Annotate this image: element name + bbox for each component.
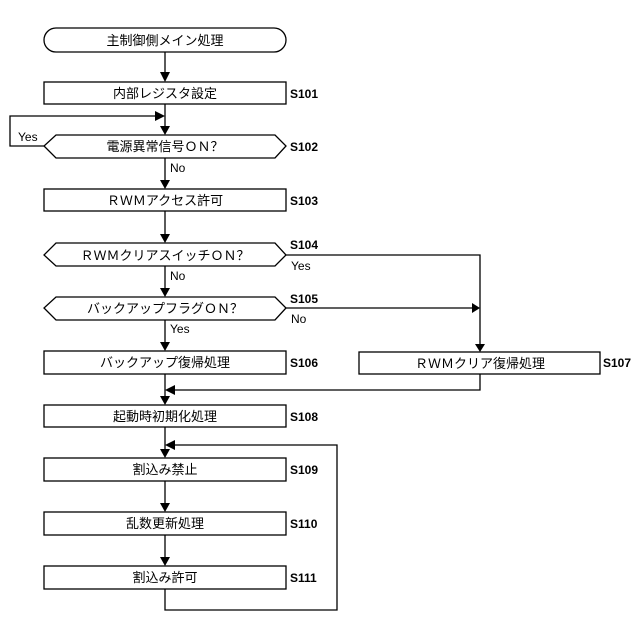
step-number: S108 [290, 410, 318, 424]
process-label: バックアップ復帰処理 [100, 355, 230, 371]
connector-s107-return [173, 374, 480, 390]
start-terminal: 主制御側メイン処理 [44, 28, 286, 52]
step-number: S105 [290, 292, 318, 306]
arrowhead [160, 180, 170, 189]
decision-label: ＲＷＭクリアスイッチＯＮ？ [80, 249, 249, 264]
arrowhead [160, 72, 170, 82]
arrowhead [160, 449, 170, 458]
step-number: S103 [290, 194, 318, 208]
process-s103: ＲＷＭアクセス許可 S103 [44, 189, 318, 211]
process-label: 割込み許可 [132, 570, 197, 586]
arrowhead [155, 111, 165, 121]
step-number: S106 [290, 356, 318, 370]
arrowhead [160, 288, 170, 297]
decision-label: 電源異常信号ＯＮ？ [106, 140, 223, 155]
start-label: 主制御側メイン処理 [106, 34, 223, 49]
process-s106: バックアップ復帰処理 S106 [44, 351, 318, 374]
branch-no-label: No [170, 161, 186, 175]
arrowhead [160, 234, 170, 243]
process-label: ＲＷＭクリア復帰処理 [415, 356, 545, 372]
decision-s104: ＲＷＭクリアスイッチＯＮ？ S104 Yes No [44, 238, 318, 283]
step-number: S110 [290, 517, 318, 531]
arrowhead [160, 126, 170, 135]
arrowhead [160, 396, 170, 405]
arrowhead [165, 385, 175, 395]
arrowhead [475, 344, 485, 352]
arrowhead [160, 342, 170, 351]
step-number: S107 [603, 356, 631, 370]
step-number: S104 [290, 238, 318, 252]
process-label: 割込み禁止 [132, 462, 197, 478]
step-number: S111 [290, 571, 317, 585]
arrowhead [165, 440, 175, 450]
process-s107: ＲＷＭクリア復帰処理 S107 [359, 352, 631, 374]
branch-no-label: No [291, 312, 307, 326]
process-s101: 内部レジスタ設定 S101 [44, 82, 318, 104]
process-label: 内部レジスタ設定 [113, 86, 217, 102]
process-s110: 乱数更新処理 S110 [44, 512, 318, 535]
branch-yes-label: Yes [18, 130, 38, 144]
process-s108: 起動時初期化処理 S108 [44, 405, 318, 427]
decision-s102: 電源異常信号ＯＮ？ S102 Yes No [18, 130, 318, 175]
branch-yes-label: Yes [291, 259, 311, 273]
process-label: ＲＷＭアクセス許可 [107, 194, 223, 209]
decision-s105: バックアップフラグＯＮ？ S105 No Yes [44, 292, 318, 336]
process-label: 乱数更新処理 [126, 516, 204, 532]
branch-no-label: No [170, 269, 186, 283]
process-s111: 割込み許可 S111 [44, 566, 317, 589]
step-number: S102 [290, 140, 318, 154]
step-number: S109 [290, 463, 318, 477]
arrowhead [160, 557, 170, 566]
process-label: 起動時初期化処理 [113, 410, 217, 425]
process-s109: 割込み禁止 S109 [44, 458, 318, 481]
decision-label: バックアップフラグＯＮ？ [87, 302, 243, 317]
branch-yes-label: Yes [170, 322, 190, 336]
step-number: S101 [290, 87, 318, 101]
arrowhead [160, 503, 170, 512]
arrowhead [472, 303, 480, 313]
